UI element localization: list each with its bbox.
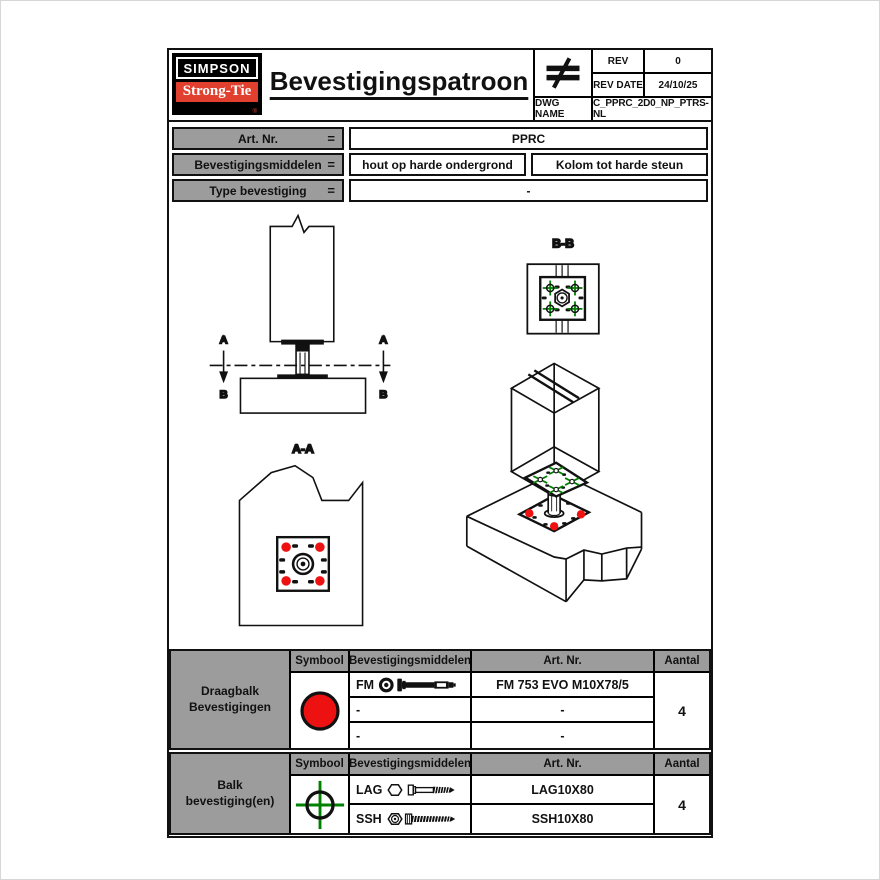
dwg-name-value: C_PPRC_2D0_NP_PTRS-NL <box>593 98 711 120</box>
column-header-aantal: Aantal <box>655 651 709 671</box>
fastener-code: SSH <box>356 812 382 826</box>
front-elevation-view <box>209 213 391 414</box>
sheet-frame: SIMPSON Strong-Tie ® Bevestigingspatroon… <box>167 48 713 838</box>
scale-not-equal-icon <box>535 50 591 96</box>
registered-trademark-icon: ® <box>252 109 257 115</box>
section-marker-b-left: B <box>219 389 227 401</box>
art-nr-cell: LAG10X80 <box>472 776 653 803</box>
section-marker-a-right: A <box>379 335 387 347</box>
equals-sign: = <box>327 183 335 198</box>
fastener-code: LAG <box>356 782 383 797</box>
sheet-title: Bevestigingspatroon <box>269 66 529 96</box>
art-nr-label: Art. Nr. <box>237 131 278 146</box>
brand-logo: SIMPSON Strong-Tie ® <box>172 53 262 115</box>
art-nr-cell: - <box>472 723 653 748</box>
fastener-cell-ssh: SSH <box>350 805 470 833</box>
column-header-symbool: Symbool <box>291 651 348 671</box>
iso-screw-crosshairs <box>532 466 580 494</box>
rev-date-value: 24/10/25 <box>645 74 711 96</box>
fastener-cell-empty: - <box>350 698 470 721</box>
quantity-cell: 4 <box>655 776 709 833</box>
art-nr-cell: FM 753 EVO M10X78/5 <box>472 673 653 696</box>
equals-sign: = <box>327 157 335 172</box>
fastener-cell-lag: LAG <box>350 776 470 803</box>
green-crosshair-symbol <box>291 776 348 833</box>
art-nr-cell: SSH10X80 <box>472 805 653 833</box>
isometric-view <box>465 362 643 603</box>
art-nr-label-cell: Art. Nr. = <box>172 127 344 150</box>
lag-screw-icon <box>387 783 456 796</box>
anchor-bolt-icon <box>378 677 456 692</box>
type-bevestiging-label-cell: Type bevestiging = <box>172 179 344 202</box>
art-nr-value-cell: PPRC <box>349 127 708 150</box>
simpson-wordmark: SIMPSON <box>176 57 258 79</box>
fastener-code: FM <box>356 677 375 692</box>
column-header-bevestigingsmiddelen: Bevestigingsmiddelen <box>349 651 471 671</box>
title-block: SIMPSON Strong-Tie ® Bevestigingspatroon… <box>169 50 711 122</box>
info-row-type-bevestiging: Type bevestiging = - <box>172 179 708 202</box>
section-aa-view <box>238 464 364 627</box>
column-header-symbool: Symbool <box>291 754 348 774</box>
anchor-position-dots <box>281 542 325 586</box>
fastener-table-draagbalk: Draagbalk Bevestigingen Symbool Bevestig… <box>169 649 711 750</box>
type-bevestiging-label: Type bevestiging <box>209 183 307 198</box>
bevestigingsmiddelen-value-left: hout op harde ondergrond <box>349 153 526 176</box>
revision-table: REV 0 REV DATE 24/10/25 DWG NAME C_PPRC_… <box>533 50 711 120</box>
table-row-header: Draagbalk Bevestigingen <box>171 651 289 748</box>
quantity-cell: 4 <box>655 673 709 748</box>
info-row-bevestigingsmiddelen: Bevestigingsmiddelen = hout op harde ond… <box>172 153 708 176</box>
column-header-aantal: Aantal <box>655 754 709 774</box>
section-marker-b-right: B <box>379 389 387 401</box>
strongtie-wordmark: Strong-Tie <box>176 82 258 102</box>
dwg-name-label: DWG NAME <box>535 98 591 120</box>
structural-screw-icon <box>387 812 455 826</box>
table-row-header: Balk bevestiging(en) <box>171 754 289 833</box>
art-nr-cell: - <box>472 698 653 721</box>
type-bevestiging-value-cell: - <box>349 179 708 202</box>
rev-label: REV <box>593 50 643 72</box>
technical-drawing: A A B B A-A B-B <box>209 213 643 627</box>
bevestigingsmiddelen-label: Bevestigingsmiddelen <box>194 157 322 172</box>
section-bb-view <box>526 263 600 335</box>
screw-position-crosshairs <box>542 280 583 317</box>
fastener-table-balk: Balk bevestiging(en) Symbool Bevestiging… <box>169 752 711 835</box>
bevestigingsmiddelen-value-right: Kolom tot harde steun <box>531 153 708 176</box>
section-bb-label: B-B <box>552 236 574 250</box>
section-aa-label: A-A <box>292 442 314 456</box>
column-header-art-nr: Art. Nr. <box>472 754 653 774</box>
column-header-bevestigingsmiddelen: Bevestigingsmiddelen <box>349 754 471 774</box>
fastener-cell-empty: - <box>350 723 470 748</box>
info-row-art-nr: Art. Nr. = PPRC <box>172 127 708 150</box>
bevestigingsmiddelen-label-cell: Bevestigingsmiddelen = <box>172 153 344 176</box>
column-header-art-nr: Art. Nr. <box>472 651 653 671</box>
rev-value: 0 <box>645 50 711 72</box>
equals-sign: = <box>327 131 335 146</box>
rev-date-label: REV DATE <box>593 74 643 96</box>
fastener-cell-fm: FM <box>350 673 470 696</box>
red-circle-symbol <box>291 673 348 748</box>
section-marker-a-left: A <box>219 335 227 347</box>
